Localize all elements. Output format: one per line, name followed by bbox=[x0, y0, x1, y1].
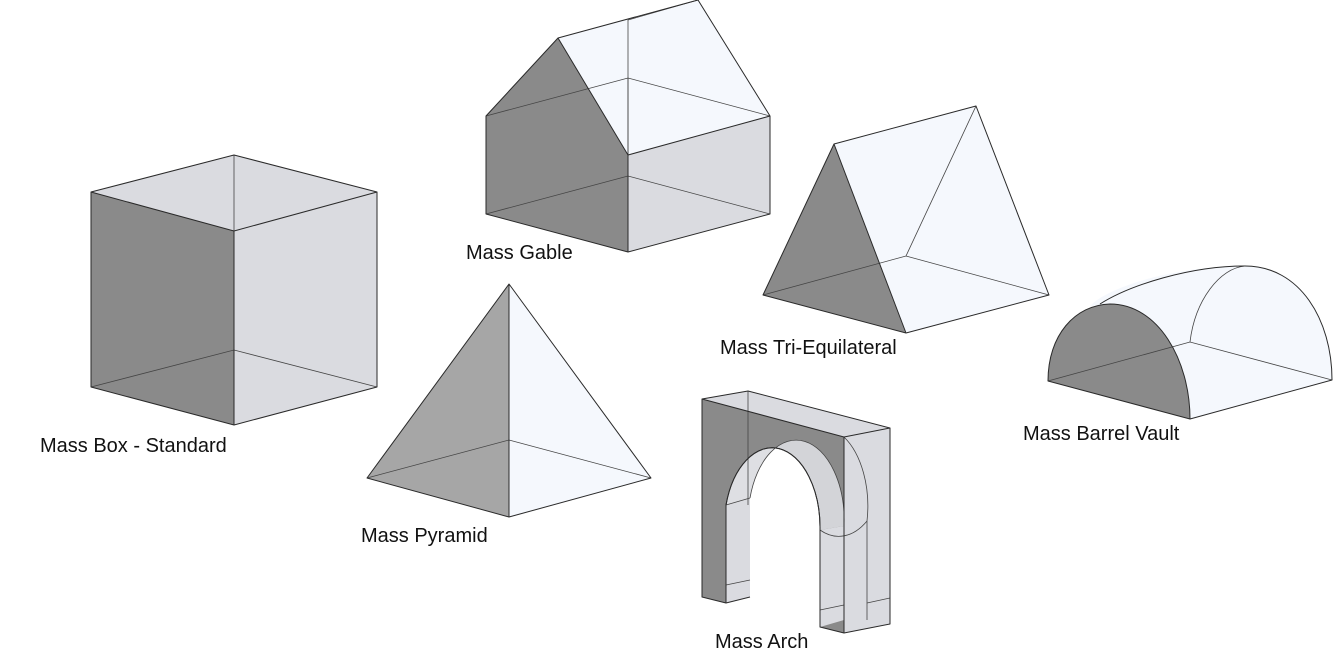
mass-tri-equilateral-label: Mass Tri-Equilateral bbox=[720, 337, 897, 359]
mass-pyramid-label: Mass Pyramid bbox=[361, 525, 488, 547]
mass-box-standard-shape bbox=[90, 154, 378, 426]
mass-gable-label: Mass Gable bbox=[466, 242, 573, 264]
mass-arch-shape bbox=[701, 390, 891, 634]
mass-tri-equilateral-shape bbox=[762, 105, 1050, 334]
mass-pyramid-shape bbox=[366, 283, 652, 518]
mass-gable-shape bbox=[485, 0, 771, 253]
mass-barrel-vault-label: Mass Barrel Vault bbox=[1023, 423, 1180, 445]
mass-barrel-vault-shape bbox=[1047, 265, 1333, 420]
mass-box-standard-label: Mass Box - Standard bbox=[40, 435, 227, 457]
mass-arch-label: Mass Arch bbox=[715, 631, 808, 653]
